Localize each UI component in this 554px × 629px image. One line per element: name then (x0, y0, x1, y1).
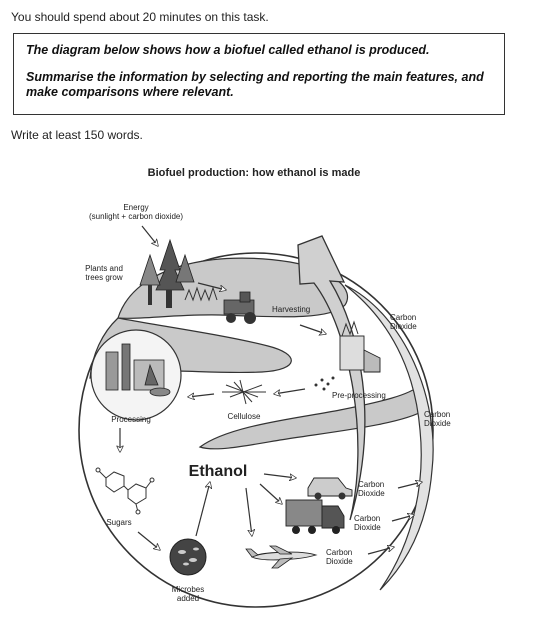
task-summary-line-2: make comparisons where relevant. (26, 85, 234, 99)
plane-co2-arrow (367, 547, 394, 555)
arrow-to-preprocessing (299, 324, 326, 334)
arrow-to-truck (259, 483, 282, 504)
cycle-co2-sublabel-1: Dioxide (390, 322, 417, 331)
microbes-icon (169, 538, 207, 576)
processing-label: Processing (111, 415, 151, 424)
word-count-instruction: Write at least 150 words. (11, 128, 143, 142)
cycle-co2-label-1: Carbon (390, 313, 416, 322)
sugars-label: Sugars (106, 518, 131, 527)
factory-details (105, 343, 171, 397)
diagram-title: Biofuel production: how ethanol is made (148, 167, 361, 179)
microbes-sublabel: added (177, 594, 199, 603)
microbe-cells (178, 547, 199, 566)
harvesting-label: Harvesting (272, 305, 310, 314)
energy-label: Energy (123, 203, 148, 212)
trees-icon (139, 238, 195, 308)
energy-arrow (141, 225, 158, 246)
car-icon (307, 477, 353, 500)
preprocessing-label: Pre-processing (332, 391, 386, 400)
cycle-co2-sublabel-2: Dioxide (424, 419, 451, 428)
plane-icon (245, 545, 318, 569)
car-co2-arrow (397, 482, 422, 489)
car-co2-sublabel: Dioxide (358, 489, 385, 498)
tractor-icon (184, 286, 256, 324)
task-description: The diagram below shows how a biofuel ca… (26, 43, 430, 57)
preprocessing-machine-icon (314, 320, 381, 391)
energy-sublabel: (sunlight + carbon dioxide) (89, 212, 183, 221)
arrow-to-harvesting (197, 282, 226, 290)
cycle-co2-label-2: Carbon (424, 410, 450, 419)
microbes-label: Microbes (172, 585, 204, 594)
arrow-to-processing (188, 394, 215, 397)
truck-icon (285, 499, 345, 534)
car-co2-label: Carbon (358, 480, 384, 489)
plants-sublabel: trees grow (85, 273, 123, 282)
arrow-to-microbes (137, 531, 160, 550)
cellulose-label: Cellulose (228, 412, 261, 421)
time-instruction: You should spend about 20 minutes on thi… (11, 10, 269, 24)
cellulose-icon (222, 379, 266, 405)
truck-co2-arrow (391, 515, 414, 522)
truck-co2-sublabel: Dioxide (354, 523, 381, 532)
carbon-cycle-arrow (297, 235, 366, 521)
carbon-cycle-outer-band (344, 284, 434, 591)
arrow-to-car (263, 473, 296, 478)
arrow-to-cellulose (274, 388, 306, 394)
sugar-molecules-icon (95, 467, 155, 515)
plane-co2-label: Carbon (326, 548, 352, 557)
ethanol-label: Ethanol (189, 463, 248, 480)
arrow-to-ethanol (195, 482, 210, 537)
task-summary-line-1: Summarise the information by selecting a… (26, 70, 484, 84)
arrow-to-plane (245, 487, 252, 536)
plants-label: Plants and (85, 264, 123, 273)
truck-co2-label: Carbon (354, 514, 380, 523)
task-box: The diagram below shows how a biofuel ca… (13, 33, 505, 115)
plane-co2-sublabel: Dioxide (326, 557, 353, 566)
